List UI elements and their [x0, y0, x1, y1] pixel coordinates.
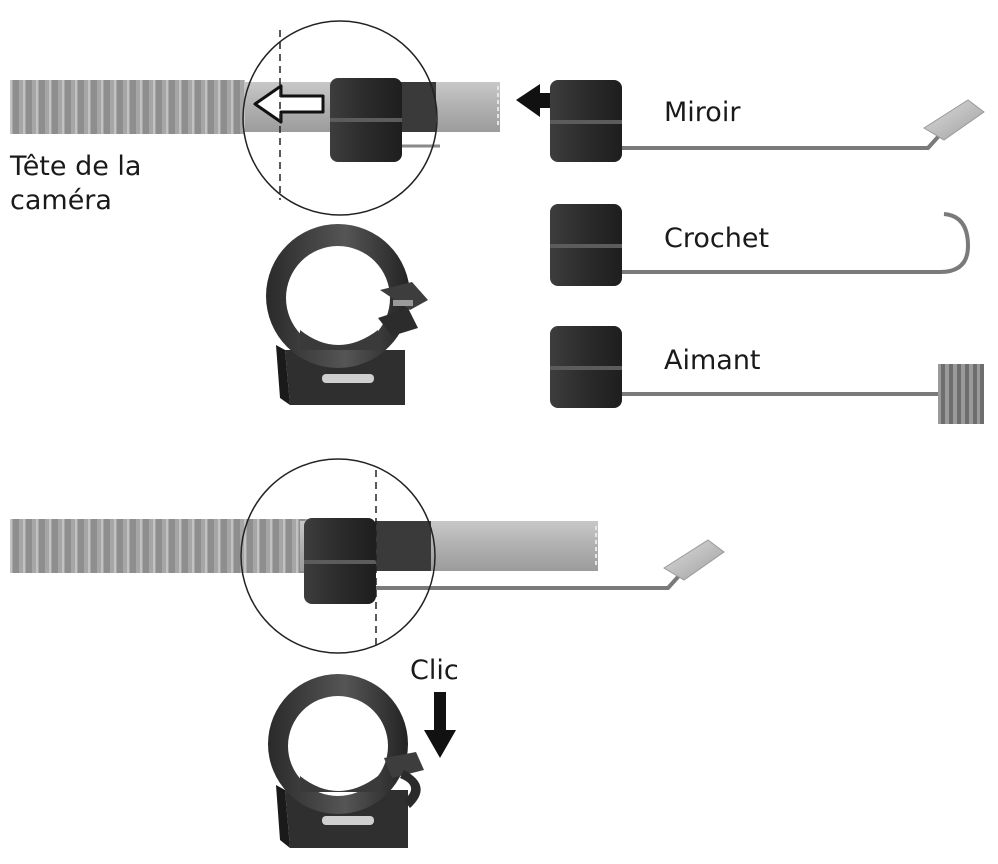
click-down-arrow-icon — [424, 692, 456, 758]
flex-hose-top — [10, 80, 245, 134]
solid-arrow-icon — [516, 84, 582, 117]
detail-circle-bottom — [240, 458, 436, 654]
camera-collar-bottom — [375, 521, 431, 571]
hook-accessory — [550, 204, 971, 286]
clip-closed-closeup — [268, 674, 424, 848]
detail-circle-top — [242, 20, 438, 216]
mirror-label: Miroir — [664, 97, 741, 128]
top-camera-assembly — [10, 20, 500, 216]
magnet-accessory — [550, 326, 984, 424]
camera-head-label: Tête de la caméra — [10, 150, 141, 218]
hook-label: Crochet — [664, 223, 770, 254]
flex-hose-bottom — [10, 519, 310, 573]
clip-groove — [330, 118, 402, 122]
camera-collar-top — [400, 82, 436, 132]
insert-arrow-outline-icon — [253, 84, 325, 124]
mirror-attached — [663, 539, 725, 581]
camera-head-label-line2: caméra — [10, 184, 112, 216]
camera-head-label-line1: Tête de la — [10, 151, 142, 182]
clip-open-closeup — [266, 224, 428, 405]
magnet-label: Aimant — [664, 345, 761, 376]
bottom-camera-assembly — [10, 458, 725, 654]
magnet-coil — [938, 364, 984, 424]
mirror-accessory — [550, 80, 985, 162]
click-label: Clic — [410, 655, 459, 686]
